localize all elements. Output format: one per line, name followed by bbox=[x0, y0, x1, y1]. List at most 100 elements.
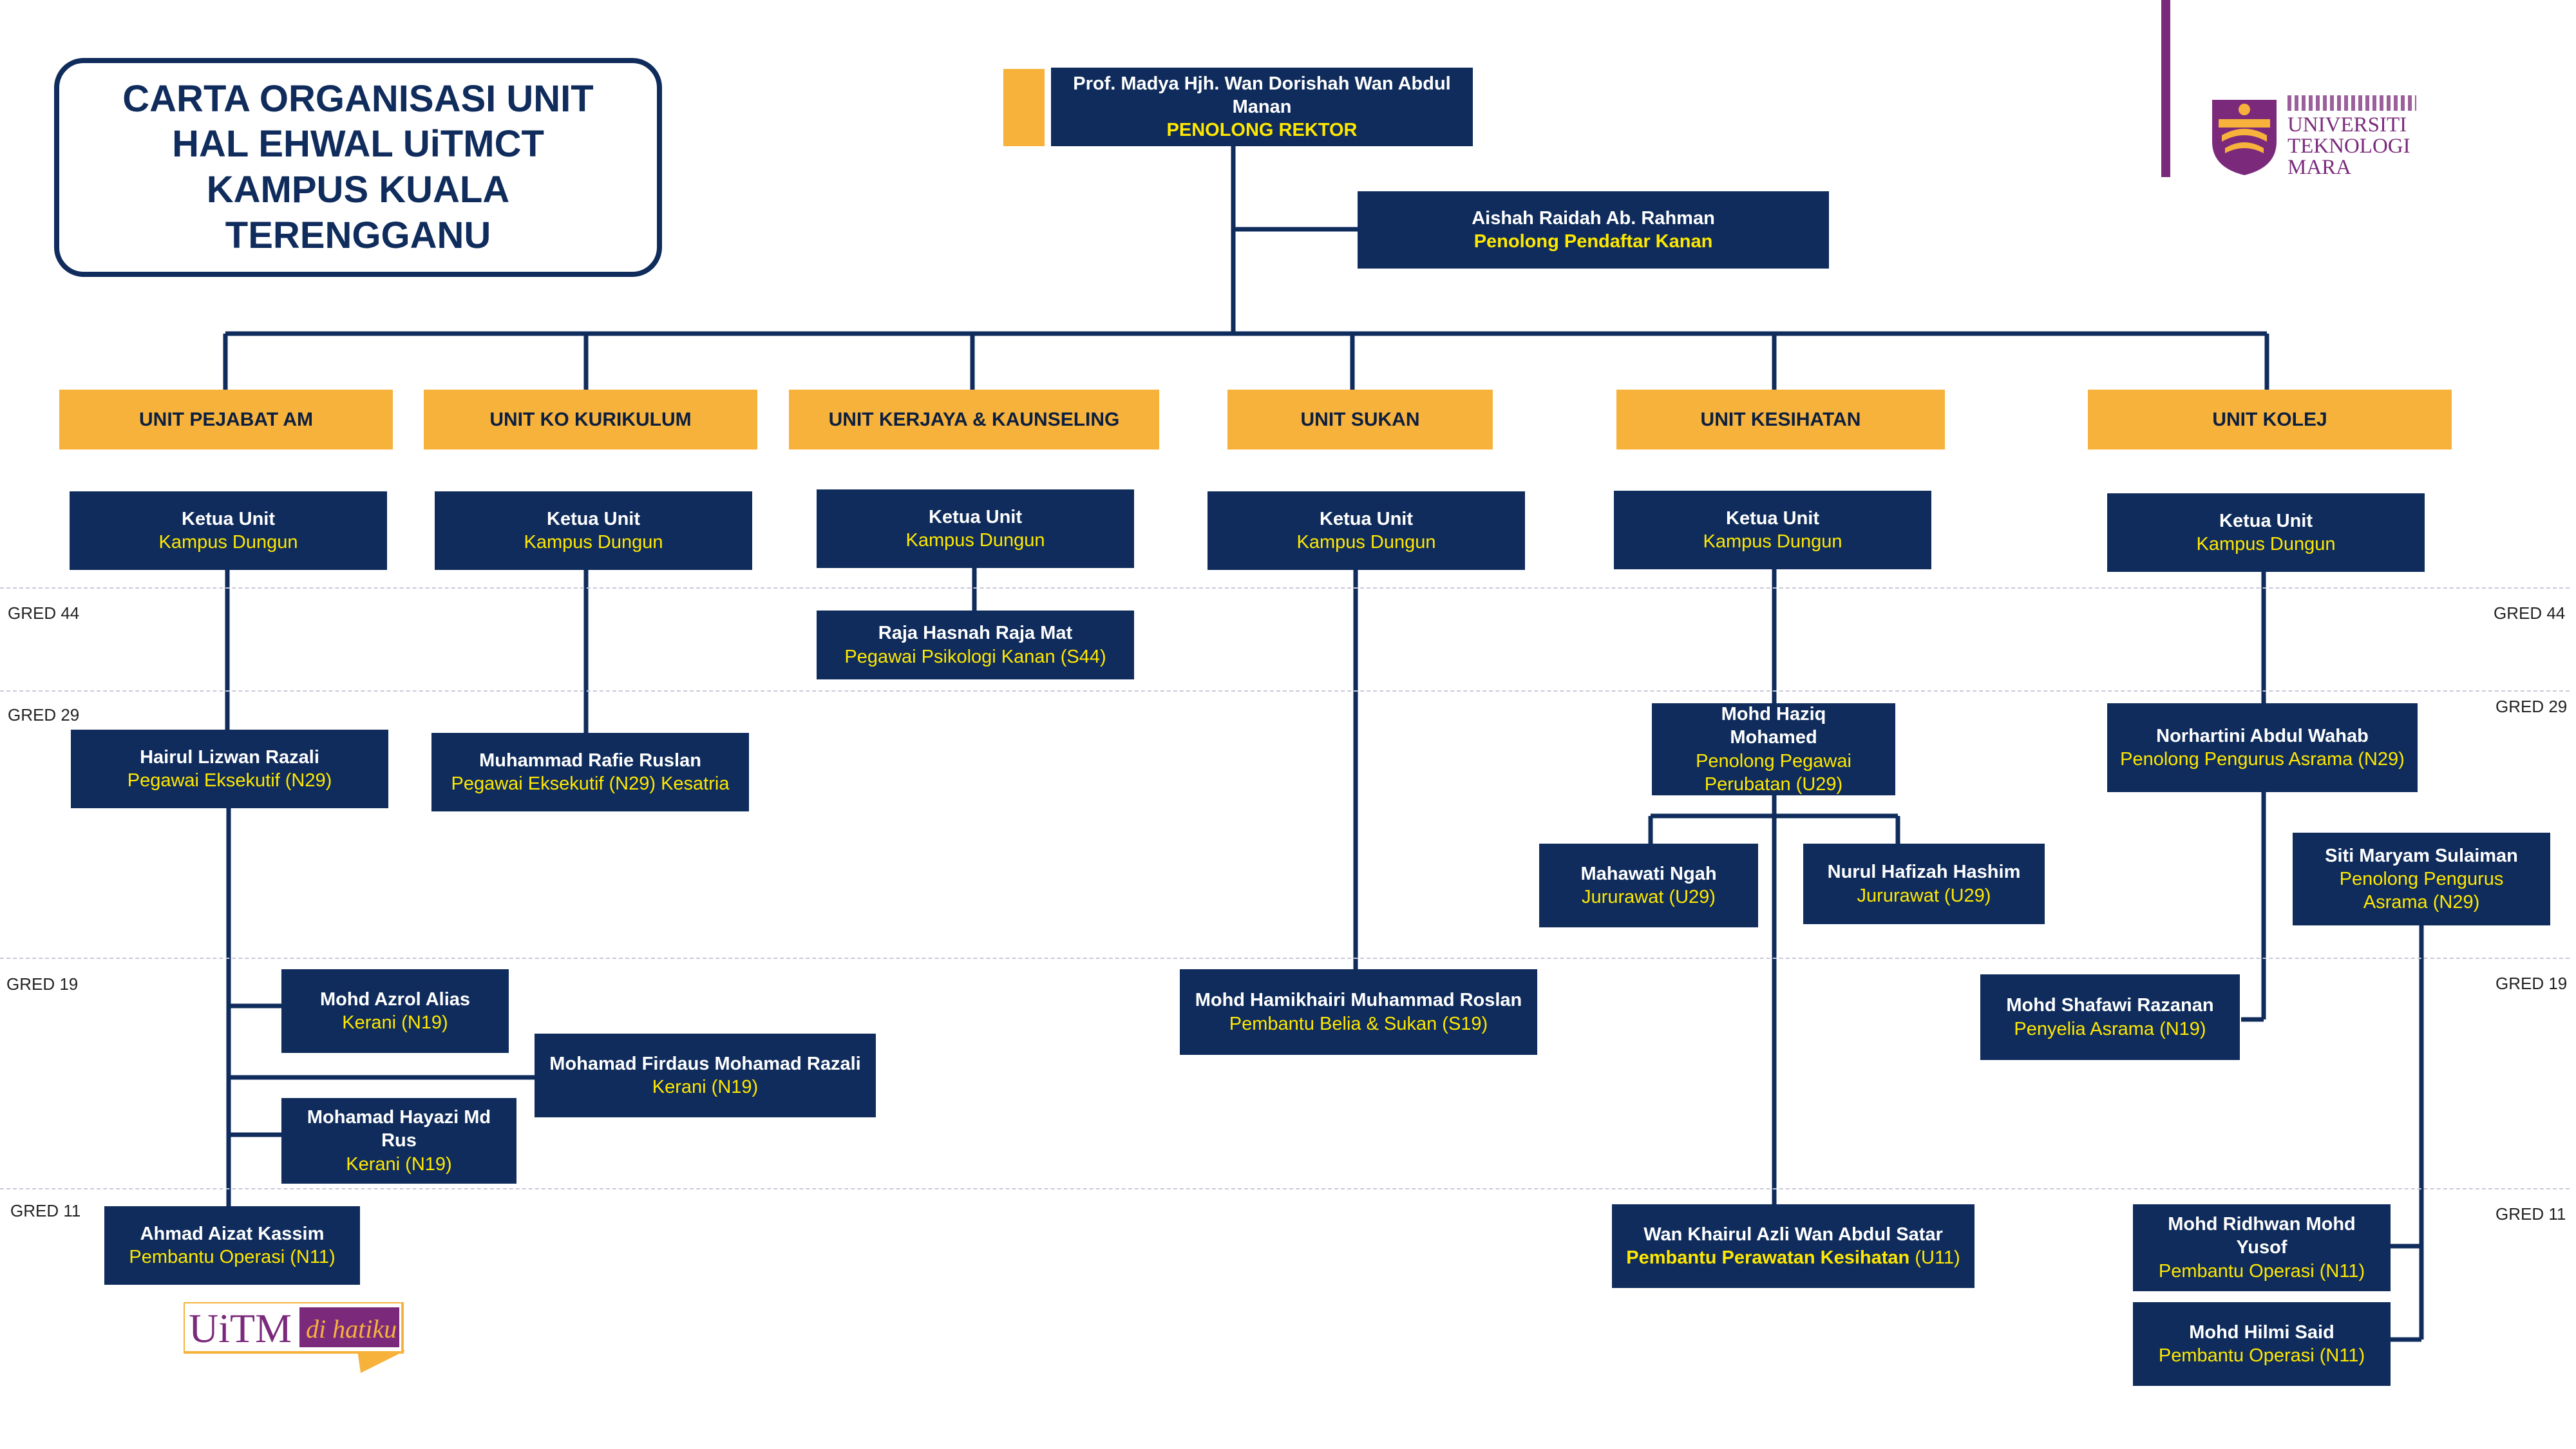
box-firdaus: Mohamad Firdaus Mohamad Razali Kerani (N… bbox=[535, 1034, 876, 1117]
person-role: Kerani (N19) bbox=[346, 1153, 452, 1175]
box-hamikhairi: Mohd Hamikhairi Muhammad Roslan Pembantu… bbox=[1180, 969, 1537, 1055]
box-ketua-unit: Ketua Unit Kampus Dungun bbox=[70, 491, 387, 570]
box-maryam: Siti Maryam Sulaiman Penolong Pengurus A… bbox=[2293, 833, 2550, 925]
person-name: Ketua Unit bbox=[1726, 507, 1819, 529]
person-name: Mohd Hilmi Said bbox=[2189, 1321, 2334, 1343]
person-name: Mohd Ridhwan Mohd Yusof bbox=[2168, 1214, 2356, 1258]
person-role: Penolong Pendaftar Kanan bbox=[1473, 231, 1713, 252]
unit-ko-kurikulum: UNIT KO KURIKULUM bbox=[424, 390, 757, 450]
box-penolong-rektor: Prof. Madya Hjh. Wan Dorishah Wan Abdul … bbox=[1051, 68, 1473, 146]
person-name: Hairul Lizwan Razali bbox=[140, 746, 319, 768]
person-role: Kampus Dungun bbox=[1703, 531, 1842, 552]
box-hilmi: Mohd Hilmi Said Pembantu Operasi (N11) bbox=[2133, 1302, 2391, 1386]
box-shafawi: Mohd Shafawi Razanan Penyelia Asrama (N1… bbox=[1980, 974, 2240, 1060]
grade-label-29: GRED 29 bbox=[2496, 697, 2568, 716]
box-ketua-unit: Ketua Unit Kampus Dungun bbox=[1614, 491, 1931, 569]
box-mahawati: Mahawati Ngah Jururawat (U29) bbox=[1539, 844, 1758, 927]
grade-label-44: GRED 44 bbox=[8, 603, 80, 623]
tagline-hatiku: di hatiku bbox=[306, 1314, 397, 1343]
grade-label-19: GRED 19 bbox=[6, 974, 79, 994]
person-name: Ketua Unit bbox=[929, 506, 1022, 527]
jawi-script bbox=[2287, 95, 2416, 111]
person-role: Kampus Dungun bbox=[2196, 534, 2336, 554]
uitm-di-hatiku-logo: UiTM di hatiku bbox=[184, 1302, 406, 1373]
grade-divider bbox=[0, 690, 2570, 692]
person-name: Mahawati Ngah bbox=[1580, 863, 1717, 884]
person-name: Mohd Azrol Alias bbox=[319, 989, 471, 1010]
person-name: Mohamad Hayazi Md Rus bbox=[307, 1107, 491, 1151]
box-ridhwan: Mohd Ridhwan Mohd Yusof Pembantu Operasi… bbox=[2133, 1204, 2391, 1291]
box-nurul: Nurul Hafizah Hashim Jururawat (U29) bbox=[1803, 844, 2045, 924]
person-role: Pembantu Perawatan Kesihatan (U11) bbox=[1626, 1246, 1960, 1269]
person-role: Kampus Dungun bbox=[524, 532, 663, 553]
person-role: PENOLONG REKTOR bbox=[1166, 120, 1358, 141]
person-role: Pembantu Operasi (N11) bbox=[2158, 1260, 2365, 1282]
person-name: Norhartini Abdul Wahab bbox=[2156, 725, 2369, 746]
person-role: Pembantu Operasi (N11) bbox=[129, 1247, 336, 1267]
person-role: Kerani (N19) bbox=[652, 1077, 759, 1097]
person-name: Ketua Unit bbox=[182, 508, 275, 529]
person-name: Siti Maryam Sulaiman bbox=[2325, 845, 2518, 866]
uitm-crest-icon bbox=[2209, 97, 2280, 177]
box-rafie: Muhammad Rafie Ruslan Pegawai Eksekutif … bbox=[431, 733, 749, 811]
unit-pejabat-am: UNIT PEJABAT AM bbox=[59, 390, 393, 450]
grade-label-11: GRED 11 bbox=[10, 1201, 81, 1220]
person-name: Mohd Haziq Mohamed bbox=[1721, 704, 1826, 748]
unit-kesihatan: UNIT KESIHATAN bbox=[1616, 390, 1945, 450]
person-name: Raja Hasnah Raja Mat bbox=[878, 623, 1073, 644]
person-role: Kampus Dungun bbox=[158, 532, 298, 553]
box-ketua-unit: Ketua Unit Kampus Dungun bbox=[435, 491, 752, 570]
person-role: Kampus Dungun bbox=[1296, 532, 1436, 553]
person-name: Ketua Unit bbox=[1320, 508, 1413, 529]
person-name: Prof. Madya Hjh. Wan Dorishah Wan Abdul … bbox=[1073, 73, 1451, 117]
grade-divider bbox=[0, 587, 2570, 589]
tagline-uitm: UiTM bbox=[189, 1305, 292, 1351]
box-ketua-unit: Ketua Unit Kampus Dungun bbox=[1208, 491, 1525, 570]
logo-line: UNIVERSITI bbox=[2287, 113, 2407, 137]
person-name: Mohamad Firdaus Mohamad Razali bbox=[549, 1053, 861, 1074]
box-norhartini: Norhartini Abdul Wahab Penolong Pengurus… bbox=[2107, 703, 2418, 792]
person-role: Penolong Pengurus Asrama (N29) bbox=[2339, 868, 2504, 913]
logo-bar bbox=[2161, 0, 2170, 177]
grade-label-19: GRED 19 bbox=[2496, 974, 2568, 993]
person-role: Penolong Pegawai Perubatan (U29) bbox=[1696, 750, 1852, 795]
accent-block bbox=[1003, 69, 1045, 146]
person-name: Aishah Raidah Ab. Rahman bbox=[1472, 207, 1715, 229]
person-name: Mohd Shafawi Razanan bbox=[2006, 995, 2214, 1016]
person-role: Penolong Pengurus Asrama (N29) bbox=[2120, 749, 2405, 770]
person-role: Penyelia Asrama (N19) bbox=[2014, 1018, 2206, 1039]
grade-label-11: GRED 11 bbox=[2496, 1204, 2566, 1224]
person-role: Kerani (N19) bbox=[342, 1012, 448, 1033]
person-role: Pegawai Eksekutif (N29) bbox=[127, 770, 332, 791]
box-azrol: Mohd Azrol Alias Kerani (N19) bbox=[281, 969, 509, 1053]
person-name: Muhammad Rafie Ruslan bbox=[479, 750, 701, 771]
box-hairul: Hairul Lizwan Razali Pegawai Eksekutif (… bbox=[71, 730, 388, 808]
person-role: Jururawat (U29) bbox=[1857, 885, 1991, 906]
person-role: Pembantu Belia & Sukan (S19) bbox=[1229, 1013, 1488, 1034]
role-title: Pembantu Perawatan Kesihatan bbox=[1626, 1247, 1910, 1268]
unit-sukan: UNIT SUKAN bbox=[1227, 390, 1493, 450]
person-role: Pembantu Operasi (N11) bbox=[2158, 1345, 2365, 1366]
person-name: Ketua Unit bbox=[547, 508, 640, 529]
chart-title-box: CARTA ORGANISASI UNIT HAL EHWAL UiTMCT K… bbox=[54, 58, 662, 277]
chart-title: CARTA ORGANISASI UNIT HAL EHWAL UiTMCT K… bbox=[122, 77, 594, 256]
person-name: Wan Khairul Azli Wan Abdul Satar bbox=[1643, 1224, 1943, 1245]
box-ketua-unit: Ketua Unit Kampus Dungun bbox=[2107, 493, 2425, 572]
box-khairul: Wan Khairul Azli Wan Abdul Satar Pembant… bbox=[1612, 1204, 1975, 1288]
box-aizat: Ahmad Aizat Kassim Pembantu Operasi (N11… bbox=[104, 1206, 360, 1285]
person-name: Mohd Hamikhairi Muhammad Roslan bbox=[1195, 990, 1522, 1011]
uitm-logo-text: UNIVERSITI TEKNOLOGI MARA bbox=[2287, 115, 2410, 178]
person-role: Pegawai Psikologi Kanan (S44) bbox=[844, 646, 1106, 667]
box-haziq: Mohd Haziq Mohamed Penolong Pegawai Peru… bbox=[1652, 703, 1895, 795]
person-name: Nurul Hafizah Hashim bbox=[1827, 862, 2021, 883]
box-ketua-unit: Ketua Unit Kampus Dungun bbox=[817, 489, 1134, 568]
grade-divider bbox=[0, 1188, 2570, 1189]
person-role: Kampus Dungun bbox=[905, 530, 1045, 551]
box-raja-hasnah: Raja Hasnah Raja Mat Pegawai Psikologi K… bbox=[817, 611, 1134, 679]
grade-label-44: GRED 44 bbox=[2494, 603, 2566, 623]
logo-line: MARA bbox=[2287, 156, 2352, 179]
unit-kerjaya-kaunseling: UNIT KERJAYA & KAUNSELING bbox=[789, 390, 1159, 450]
box-hayazi: Mohamad Hayazi Md Rus Kerani (N19) bbox=[281, 1098, 516, 1184]
box-penolong-pendaftar: Aishah Raidah Ab. Rahman Penolong Pendaf… bbox=[1358, 191, 1829, 269]
